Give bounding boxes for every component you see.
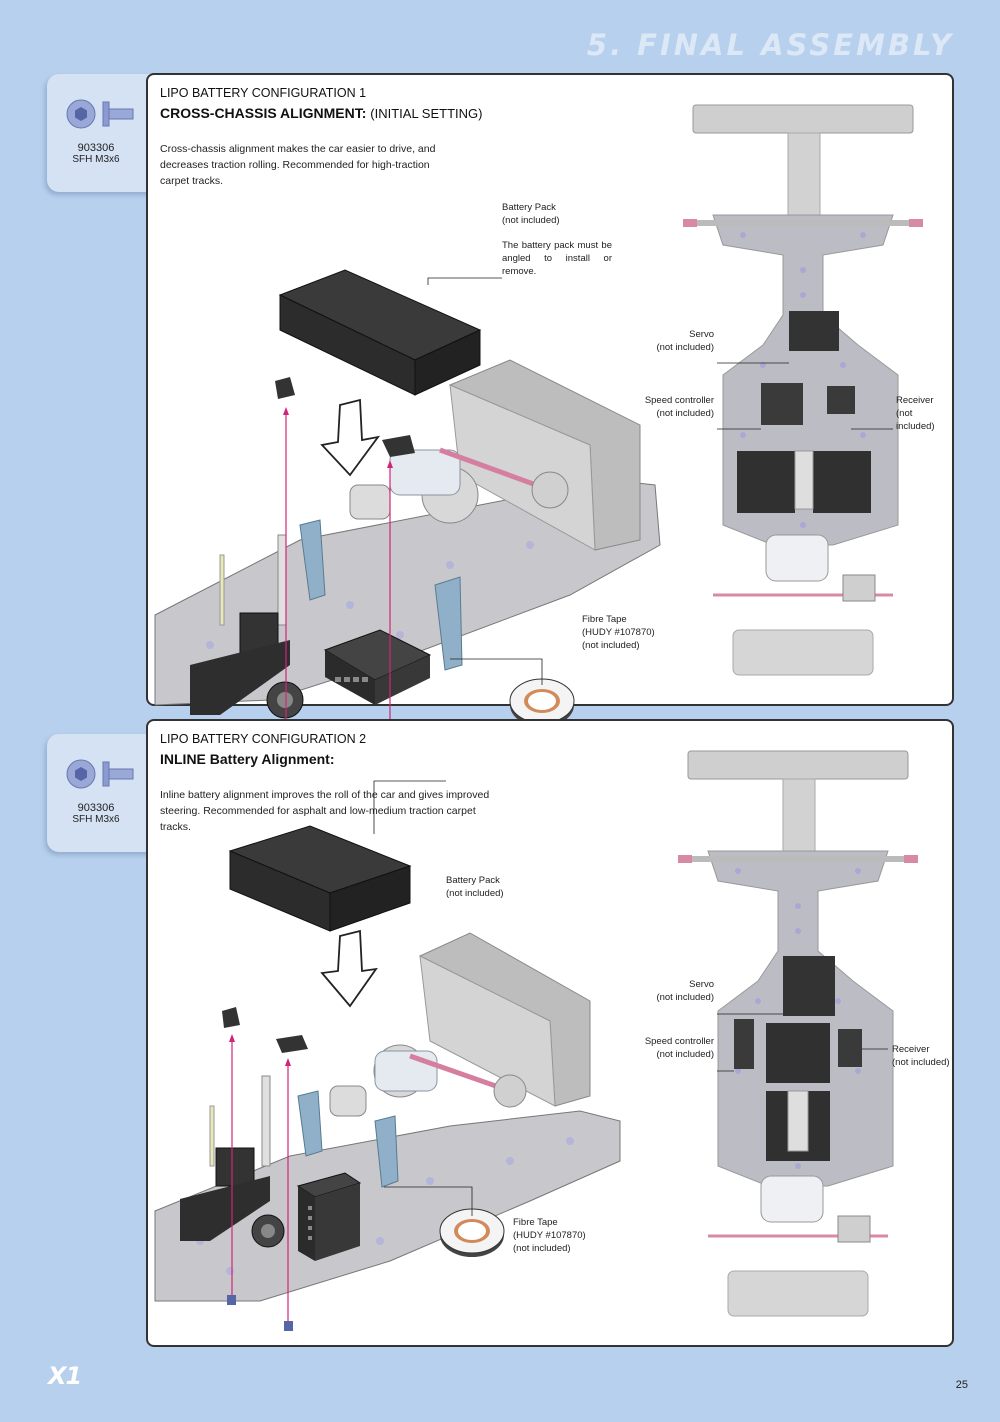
screw-icon — [66, 99, 134, 129]
config1-heading-bold: CROSS-CHASSIS ALIGNMENT: — [160, 105, 367, 121]
page-number: 25 — [955, 1379, 968, 1391]
config1-battery-name: Battery Pack — [502, 202, 556, 213]
config1-servo-name: Servo — [689, 329, 714, 340]
part-number-label: 903306 SFH M3x6 — [47, 142, 145, 166]
config2-speed-label: Speed controller (not included) — [624, 1035, 714, 1061]
config2-title: LIPO BATTERY CONFIGURATION 2 — [160, 732, 367, 746]
config2-fibre-sub: (not included) — [513, 1243, 571, 1254]
config2-servo-name: Servo — [689, 979, 714, 990]
screw-icon — [66, 759, 134, 789]
config1-assembly-illustration — [154, 269, 661, 759]
config2-battery-sub: (not included) — [446, 888, 504, 899]
config1-fibre-code: (HUDY #107870) — [582, 627, 655, 638]
part-desc: SFH M3x6 — [72, 154, 120, 165]
config1-speed-sub: (not included) — [656, 408, 714, 419]
x1-logo: X1 — [48, 1362, 82, 1390]
config1-receiver-label: Receiver (not included) — [896, 394, 952, 433]
part-number: 903306 — [77, 142, 115, 154]
config1-description: Cross-chassis alignment makes the car ea… — [160, 143, 436, 187]
section-title: 5. FINAL ASSEMBLY — [586, 28, 954, 62]
config2-battery-name: Battery Pack — [446, 875, 500, 886]
config2-heading: INLINE Battery Alignment: — [160, 751, 335, 767]
config1-receiver-sub: (not included) — [896, 408, 935, 432]
config1-battery-sub: (not included) — [502, 215, 560, 226]
config2-fibre-code: (HUDY #107870) — [513, 1230, 586, 1241]
part-number: 903306 — [77, 802, 115, 814]
config2-battery-label: Battery Pack (not included) — [446, 874, 504, 900]
config1-battery-label: Battery Pack (not included) — [502, 201, 560, 227]
config2-receiver-name: Receiver — [892, 1044, 930, 1055]
config2-panel: LIPO BATTERY CONFIGURATION 2 INLINE Batt… — [146, 719, 954, 1347]
config1-panel: LIPO BATTERY CONFIGURATION 1 CROSS-CHASS… — [146, 73, 954, 759]
config1-speed-label: Speed controller (not included) — [624, 394, 714, 420]
config1-fibre-name: Fibre Tape — [582, 614, 627, 625]
config1-receiver-name: Receiver — [896, 395, 934, 406]
config1-speed-name: Speed controller — [644, 395, 714, 406]
config2-servo-label: Servo (not included) — [634, 978, 714, 1004]
config1-heading-normal: (INITIAL SETTING) — [370, 106, 483, 121]
config1-title: LIPO BATTERY CONFIGURATION 1 — [160, 86, 367, 100]
part-desc: SFH M3x6 — [72, 814, 120, 825]
config2-speed-sub: (not included) — [656, 1049, 714, 1060]
config2-fibre-label: Fibre Tape (HUDY #107870) (not included) — [513, 1216, 586, 1255]
config1-battery-note: The battery pack must be angled to insta… — [502, 240, 612, 277]
config1-servo-sub: (not included) — [656, 342, 714, 353]
config1-fibre-label: Fibre Tape (HUDY #107870) (not included) — [582, 613, 655, 652]
config2-servo-sub: (not included) — [656, 992, 714, 1003]
config2-description: Inline battery alignment improves the ro… — [160, 789, 490, 833]
config1-fibre-sub: (not included) — [582, 640, 640, 651]
config1-topview-illustration — [683, 104, 923, 676]
config2-receiver-sub: (not included) — [892, 1057, 950, 1068]
part-number-label: 903306 SFH M3x6 — [47, 802, 145, 826]
config1-servo-label: Servo (not included) — [634, 328, 714, 354]
config2-speed-name: Speed controller — [644, 1036, 714, 1047]
config2-assembly-illustration — [154, 780, 621, 1331]
config2-receiver-label: Receiver (not included) — [892, 1043, 950, 1069]
config2-fibre-name: Fibre Tape — [513, 1217, 558, 1228]
config1-heading: CROSS-CHASSIS ALIGNMENT: (INITIAL SETTIN… — [160, 105, 482, 121]
config2-topview-illustration — [678, 750, 918, 1317]
